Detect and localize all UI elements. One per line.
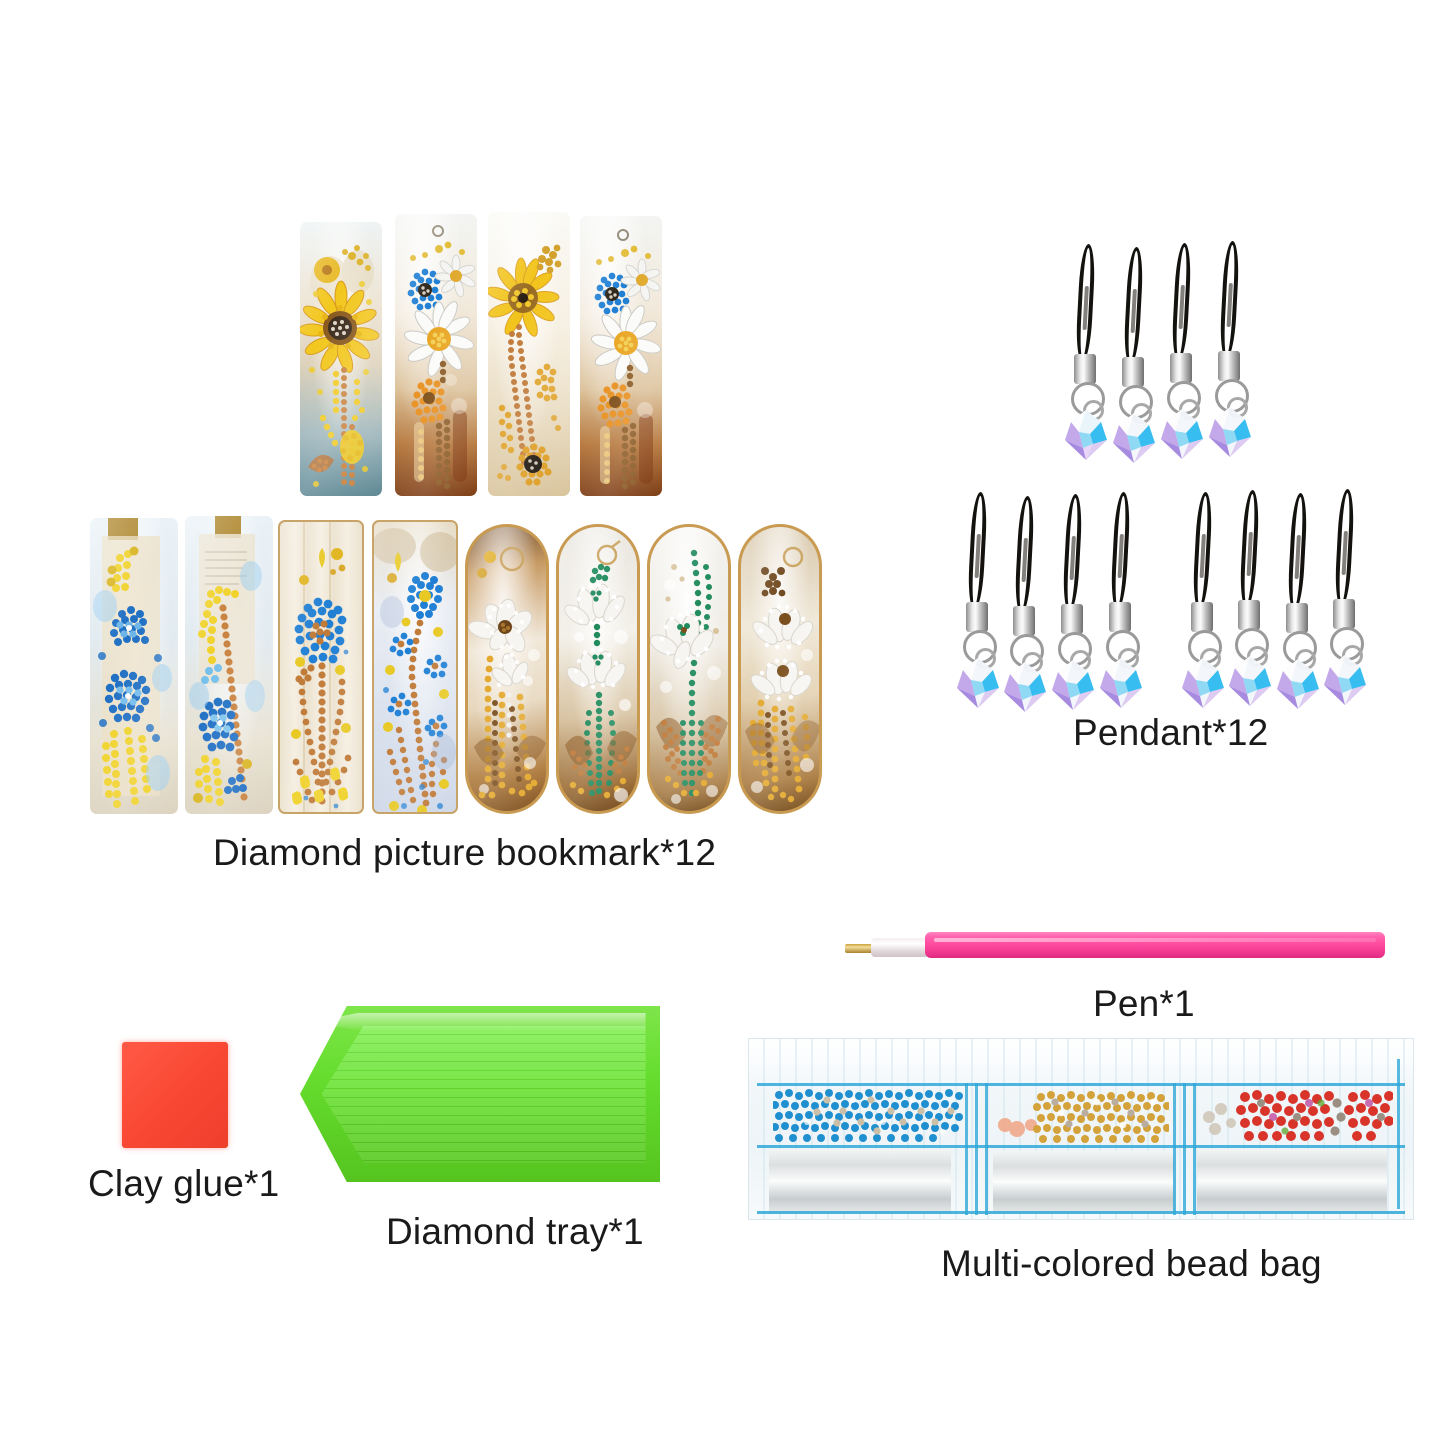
- bag-seal-divider-2c: [1193, 1083, 1196, 1215]
- pendant-cord: [1109, 492, 1132, 610]
- caption-pendants: Pendant*12: [1073, 712, 1269, 753]
- caption-bookmarks: Diamond picture bookmark*12: [213, 832, 717, 873]
- bead-compartment-gold: [997, 1089, 1169, 1143]
- pendant-cord: [1013, 496, 1036, 614]
- bag-seal-mid: [757, 1145, 1405, 1148]
- bag-foil-label-2: [993, 1151, 1175, 1213]
- bead-compartment-red: [1201, 1087, 1393, 1143]
- pen-tip-icon: [845, 944, 873, 953]
- bookmark-1: [300, 222, 382, 496]
- pendant-cord: [1191, 492, 1214, 610]
- pendant-8: [1094, 492, 1146, 708]
- pendant-crimp: [1333, 599, 1355, 629]
- pendant-5: [951, 492, 1003, 708]
- tray-grooves: [321, 1025, 646, 1163]
- caption-pen: Pen*1: [1093, 983, 1195, 1024]
- bag-seal-divider-1b: [975, 1083, 978, 1215]
- pendant-cord: [1122, 247, 1145, 365]
- pendant-cord: [1061, 494, 1084, 612]
- pendant-crimp: [966, 602, 988, 632]
- caption-clay-glue: Clay glue*1: [88, 1163, 280, 1204]
- caption-diamond-tray: Diamond tray*1: [386, 1211, 644, 1252]
- bag-seal-divider-1: [965, 1083, 968, 1215]
- bag-seal-divider-2b: [1183, 1083, 1186, 1215]
- pendant-crimp: [1074, 354, 1096, 384]
- pendant-crystal: [1322, 653, 1368, 707]
- pendant-1: [1059, 244, 1111, 460]
- pendant-crystal: [955, 656, 1001, 710]
- bookmark-4: [580, 216, 662, 496]
- pendant-4: [1203, 241, 1255, 457]
- bead-compartment-blue: [773, 1087, 963, 1143]
- bookmark-5: [90, 518, 178, 814]
- pendant-cord: [1218, 241, 1241, 359]
- bag-seal-right-edge: [1397, 1059, 1400, 1209]
- pendant-crystal: [1098, 656, 1144, 710]
- pendant-crimp: [1218, 351, 1240, 381]
- pendant-crimp: [1013, 606, 1035, 636]
- pendant-crystal: [1050, 658, 1096, 712]
- pendant-12: [1318, 489, 1370, 705]
- pendant-cord: [1286, 493, 1309, 611]
- pendant-cord: [966, 492, 989, 610]
- pendant-cord: [1238, 490, 1261, 608]
- pendant-cord: [1333, 489, 1356, 607]
- pendant-crimp: [1170, 353, 1192, 383]
- bead-bag: [748, 1038, 1414, 1220]
- pendant-cord: [1170, 243, 1193, 361]
- pen-assembly: [845, 930, 1385, 964]
- pendant-cord: [1074, 244, 1097, 362]
- pendant-2: [1107, 247, 1159, 463]
- pendant-crystal: [1207, 405, 1253, 459]
- pendant-7: [1046, 494, 1098, 710]
- bookmark-7: [278, 520, 364, 814]
- pen-barrel: [925, 932, 1385, 958]
- bookmark-12: [738, 524, 822, 814]
- pendant-9: [1176, 492, 1228, 708]
- pendant-crimp: [1238, 600, 1260, 630]
- bag-foil-label-1: [769, 1149, 951, 1213]
- diamond-tray: [300, 1006, 660, 1182]
- bag-seal-top: [757, 1083, 1405, 1086]
- pendant-crystal: [1227, 654, 1273, 708]
- pen-collar: [871, 938, 929, 957]
- bag-seal-divider-1c: [985, 1083, 988, 1215]
- tray-highlight: [314, 1013, 646, 1031]
- bookmark-11: [647, 524, 731, 814]
- bookmark-2: [395, 214, 477, 496]
- bag-seal-bottom: [757, 1211, 1405, 1214]
- pendant-6: [998, 496, 1050, 712]
- bag-seal-divider-2: [1173, 1083, 1176, 1215]
- bag-foil-label-3: [1197, 1149, 1387, 1213]
- pendant-crimp: [1061, 604, 1083, 634]
- pendant-crystal: [1063, 408, 1109, 462]
- pendant-crystal: [1002, 660, 1048, 714]
- clay-glue-block: [122, 1042, 228, 1148]
- bookmark-3: [488, 212, 570, 496]
- pendant-crystal: [1180, 656, 1226, 710]
- bookmark-10: [556, 524, 640, 814]
- pendant-crystal: [1111, 411, 1157, 465]
- pendant-crimp: [1286, 603, 1308, 633]
- pendant-crystal: [1275, 657, 1321, 711]
- caption-bead-bag: Multi-colored bead bag: [941, 1243, 1322, 1284]
- pendant-10: [1223, 490, 1275, 706]
- bookmark-6: [185, 516, 273, 814]
- pendant-crystal: [1159, 407, 1205, 461]
- pendant-crimp: [1122, 357, 1144, 387]
- pendant-crimp: [1191, 602, 1213, 632]
- pendant-crimp: [1109, 602, 1131, 632]
- pendant-11: [1271, 493, 1323, 709]
- bookmark-9: [465, 524, 549, 814]
- pendant-3: [1155, 243, 1207, 459]
- bookmark-8: [372, 520, 458, 814]
